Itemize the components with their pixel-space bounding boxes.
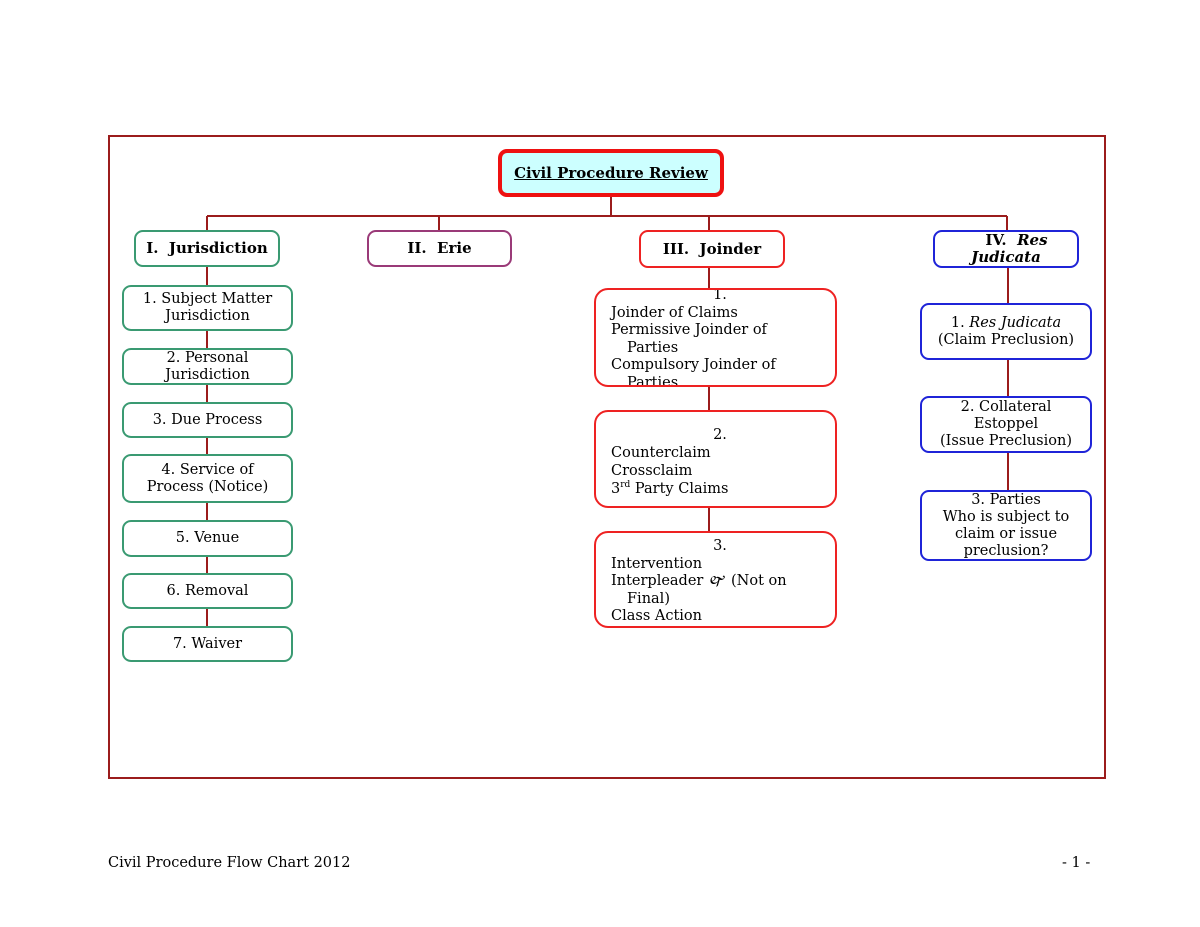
joinder-line: Joinder of Claims	[611, 304, 738, 321]
joinder-line: Parties	[627, 374, 679, 387]
jurisdiction-item-service: 4. Service of Process (Notice)	[122, 454, 293, 503]
interpleader-note: (Not on	[726, 573, 787, 589]
res-judicata-line: Estoppel	[973, 416, 1039, 432]
res-judicata-header-italic: Res Judicata	[971, 231, 1053, 266]
footer-title: Civil Procedure Flow Chart 2012	[108, 855, 351, 871]
joinder-line: Final)	[627, 590, 670, 607]
joinder-item-number: 1.	[713, 288, 727, 303]
interpleader-label: Interpleader	[611, 573, 708, 589]
root-title: Civil Procedure Review	[514, 163, 708, 182]
res-judicata-item-issue-preclusion: 2. Collateral Estoppel (Issue Preclusion…	[920, 396, 1092, 453]
jurisdiction-item-label: 7. Waiver	[172, 635, 243, 652]
jurisdiction-item-due-process: 3. Due Process	[122, 402, 293, 438]
jurisdiction-item-removal: 6. Removal	[122, 573, 293, 609]
joinder-line: Compulsory Joinder of	[611, 357, 776, 373]
jurisdiction-item-subject-matter: 1. Subject Matter Jurisdiction	[122, 285, 293, 331]
erie-header-label: II. Erie	[407, 239, 472, 257]
ordinal-rest: Party Claims	[630, 481, 729, 497]
erie-header: II. Erie	[367, 230, 512, 267]
ordinal-suffix: rd	[620, 480, 631, 491]
joinder-item-number: 3.	[713, 538, 727, 554]
joinder-line-interpleader: Interpleader 🙰 (Not on	[611, 573, 829, 591]
res-judicata-item-title: 1. Res Judicata	[951, 315, 1061, 332]
joinder-line: Crossclaim	[611, 463, 693, 479]
res-judicata-item-prefix: 1.	[950, 314, 970, 331]
res-judicata-item-parties: 3. Parties Who is subject to claim or is…	[920, 490, 1092, 561]
jurisdiction-item-label: 6. Removal	[166, 582, 249, 599]
res-judicata-header-prefix: IV.	[985, 231, 1018, 249]
root-node: Civil Procedure Review	[498, 149, 724, 197]
res-judicata-line: (Issue Preclusion)	[940, 433, 1072, 449]
joinder-item-claims: 2. Counterclaim Crossclaim 3rd Party Cla…	[594, 410, 837, 508]
res-judicata-header-label: IV. Res Judicata	[961, 231, 1053, 266]
ornament-icon: 🙰	[707, 573, 727, 589]
jurisdiction-item-label: 1. Subject Matter Jurisdiction	[142, 291, 273, 324]
joinder-line: Intervention	[611, 555, 703, 572]
res-judicata-line: 3. Parties	[971, 491, 1041, 508]
res-judicata-item-italic: Res Judicata	[969, 314, 1062, 331]
res-judicata-line: claim or issue	[954, 525, 1058, 542]
page-number: - 1 -	[1062, 855, 1091, 871]
res-judicata-line: Who is subject to	[942, 508, 1070, 525]
joinder-header: III. Joinder	[639, 230, 785, 268]
jurisdiction-item-venue: 5. Venue	[122, 520, 293, 557]
ordinal-number: 3	[611, 481, 621, 497]
joinder-line: Parties	[627, 339, 679, 356]
jurisdiction-item-label: 5. Venue	[175, 530, 240, 546]
res-judicata-item-rest: (Claim Preclusion)	[937, 331, 1075, 348]
joinder-item-intervention: 3. Intervention Interpleader 🙰 (Not on F…	[594, 531, 837, 628]
jurisdiction-header: I. Jurisdiction	[134, 230, 280, 267]
joinder-header-label: III. Joinder	[662, 239, 762, 258]
joinder-line: Class Action	[611, 608, 702, 624]
joinder-line: Counterclaim	[611, 445, 711, 461]
res-judicata-item-claim-preclusion: 1. Res Judicata (Claim Preclusion)	[920, 303, 1092, 360]
jurisdiction-item-personal: 2. Personal Jurisdiction	[122, 348, 293, 385]
res-judicata-header: IV. Res Judicata	[933, 230, 1079, 268]
joinder-line: Permissive Joinder of	[611, 322, 767, 338]
jurisdiction-item-label: 3. Due Process	[152, 411, 263, 428]
chart-frame	[108, 135, 1106, 779]
joinder-item-number: 2.	[713, 427, 727, 443]
jurisdiction-item-label: 2. Personal Jurisdiction	[165, 349, 250, 383]
joinder-item-claims-parties: 1. Joinder of Claims Permissive Joinder …	[594, 288, 837, 387]
jurisdiction-item-label: 4. Service of Process (Notice)	[146, 461, 269, 495]
joinder-line-third-party: 3rd Party Claims	[611, 480, 829, 498]
jurisdiction-header-label: I. Jurisdiction	[146, 239, 268, 257]
res-judicata-line: preclusion?	[963, 542, 1049, 559]
jurisdiction-item-waiver: 7. Waiver	[122, 626, 293, 662]
res-judicata-line: 2. Collateral	[960, 399, 1052, 415]
